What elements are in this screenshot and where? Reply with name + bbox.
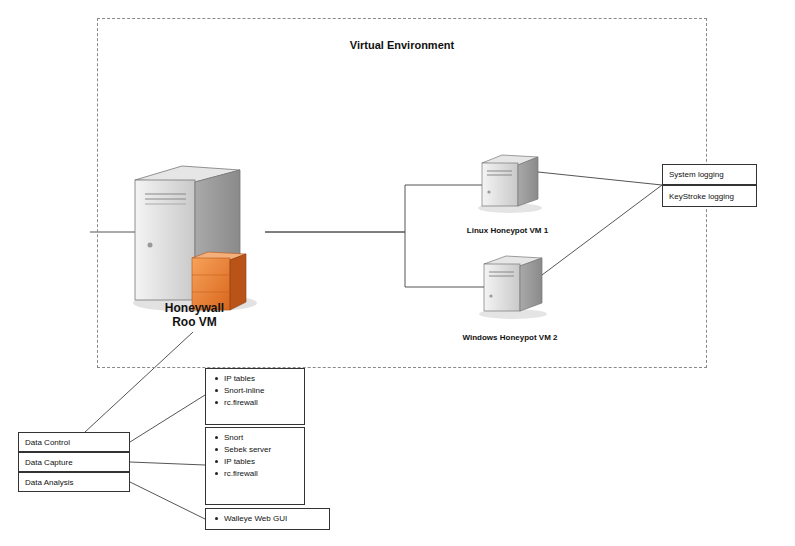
tool-list-box: Walleye Web GUI	[205, 508, 330, 530]
list-item: IP tables	[214, 456, 298, 468]
connector-line	[130, 395, 205, 442]
linux-honeypot: Linux Honeypot VM 1	[455, 143, 560, 235]
connector-line	[130, 482, 205, 519]
logging-box: KeyStroke logging	[662, 185, 757, 207]
bullet-dot	[215, 460, 218, 463]
bullet-dot	[215, 401, 218, 404]
node-label: System logging	[669, 170, 724, 179]
bullet-dot	[215, 448, 218, 451]
tool-list-box: IP tablesSnort-inlinerc.firewall	[205, 368, 305, 425]
bullet-dot	[215, 389, 218, 392]
connector-line	[542, 185, 662, 275]
bullet-dot	[215, 517, 218, 520]
list-item: IP tables	[214, 373, 298, 385]
linux-server-icon	[478, 155, 542, 213]
node-label: Linux Honeypot VM 1	[467, 226, 548, 235]
function-box: Data Analysis	[18, 472, 130, 492]
node-label: Virtual Environment	[98, 39, 706, 51]
bullet-dot	[215, 472, 218, 475]
list-item: Sebek server	[214, 444, 298, 456]
tool-list-box: SnortSebek serverIP tablesrc.firewall	[205, 427, 305, 505]
node-label: Data Control	[25, 438, 70, 447]
connector-line	[538, 172, 662, 185]
logging-box: System logging	[662, 164, 757, 185]
connector-line	[265, 232, 484, 287]
node-label: KeyStroke logging	[669, 192, 734, 201]
node-label: Data Capture	[25, 458, 73, 467]
function-box: Data Capture	[18, 452, 130, 472]
connector-line	[130, 462, 205, 465]
function-box: Data Control	[18, 432, 130, 452]
list-item: Walleye Web GUI	[214, 513, 323, 525]
connector-line	[265, 185, 482, 232]
windows-server-icon	[479, 256, 547, 319]
node-label: Windows Honeypot VM 2	[462, 333, 557, 342]
list-item: Snort	[214, 432, 298, 444]
honeywall-server-icon	[133, 166, 257, 312]
bullet-dot	[215, 377, 218, 380]
connector-line	[85, 332, 193, 432]
node-label: Honeywall Roo VM	[155, 302, 235, 330]
windows-honeypot: Windows Honeypot VM 2	[450, 250, 570, 342]
virtual-environment-region: Virtual EnvironmentHoneywall Roo VM Linux…	[97, 18, 707, 368]
node-label: Data Analysis	[25, 478, 73, 487]
honeywall-server: Honeywall Roo VM	[122, 150, 267, 330]
list-item: rc.firewall	[214, 468, 298, 480]
bullet-dot	[215, 436, 218, 439]
list-item: Snort-inline	[214, 385, 298, 397]
list-item: rc.firewall	[214, 397, 298, 409]
